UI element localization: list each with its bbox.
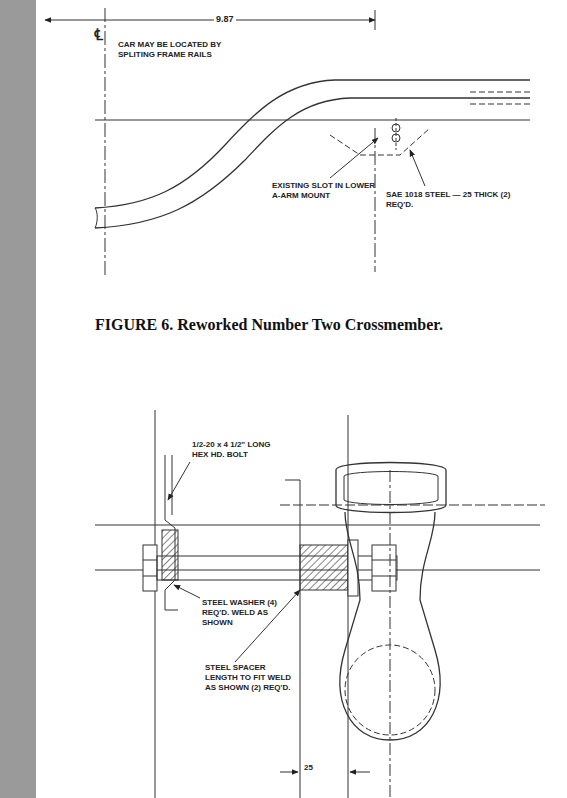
dimension: 25 (302, 763, 315, 773)
note: CAR MAY BE LOCATED BY SPLITING FRAME RAI… (118, 40, 226, 60)
centerline-symbol: ℄ (94, 26, 103, 44)
top-figure (45, 8, 530, 275)
callout: EXISTING SLOT IN LOWER A-ARM MOUNT (272, 181, 384, 201)
figure-caption: FIGURE 6. Reworked Number Two Crossmembe… (95, 316, 443, 334)
callout: STEEL SPACER LENGTH TO FIT WELD AS SHOWN… (205, 663, 293, 693)
callout: SAE 1018 STEEL — 25 THICK (2) REQ'D. (386, 190, 536, 210)
page-margin (0, 0, 36, 798)
callout: 1/2-20 x 4 1/2" LONG HEX HD. BOLT (192, 440, 288, 460)
dimension: 9.87 (214, 14, 236, 25)
bottom-figure (95, 410, 545, 798)
callout: STEEL WASHER (4) REQ'D. WELD AS SHOWN (202, 598, 286, 628)
